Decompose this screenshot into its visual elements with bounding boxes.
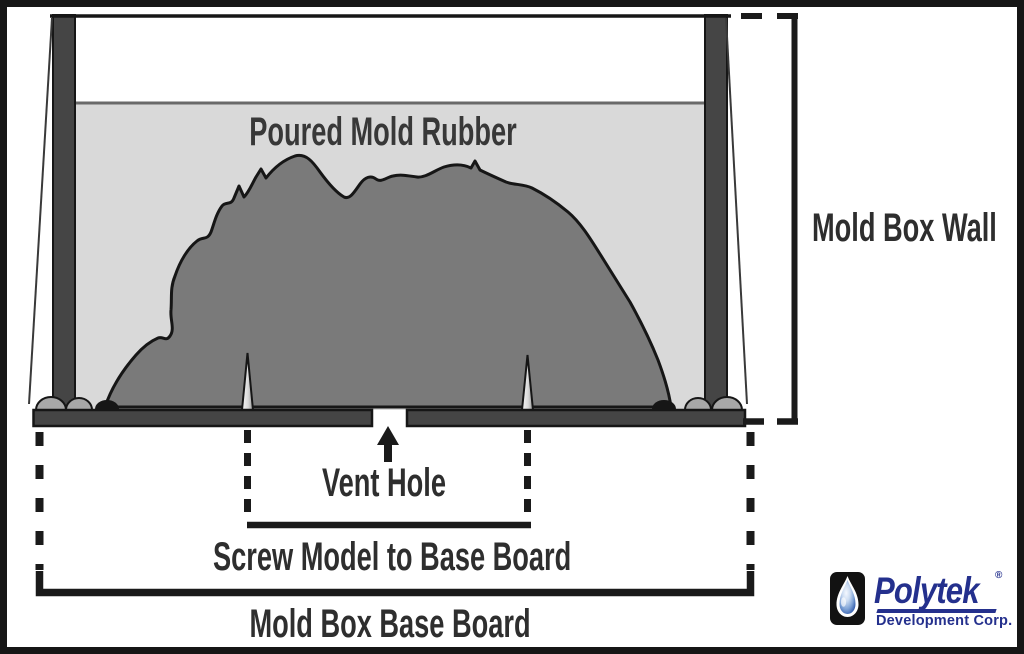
base-board-dimension-bracket (35, 571, 755, 597)
mold-box-wall-right (704, 14, 728, 411)
mold-box-base-board-label: Mold Box Base Board (249, 602, 531, 646)
base-board-right-segment (405, 408, 747, 428)
screw-model-label: Screw Model to Base Board (213, 535, 572, 579)
base-board-left-segment (32, 408, 374, 428)
polytek-logo: Polytek ® Development Corp. (826, 568, 1016, 632)
vent-hole-label: Vent Hole (322, 461, 446, 505)
polytek-brand-text: Polytek (874, 570, 980, 611)
wall-dimension-bracket (741, 13, 798, 425)
water-drop-icon (830, 572, 865, 625)
registered-trademark-mark: ® (995, 570, 1003, 581)
mold-box-wall-label: Mold Box Wall (812, 206, 997, 250)
vent-hole-arrow-icon (377, 426, 399, 462)
wall-brace-right (725, 17, 748, 405)
mold-box-wall-left (52, 14, 76, 411)
polytek-subtitle-text: Development Corp. (876, 613, 1013, 629)
wall-brace-left (28, 17, 53, 405)
model-silhouette (103, 153, 673, 409)
poured-mold-rubber-label: Poured Mold Rubber (249, 110, 517, 154)
